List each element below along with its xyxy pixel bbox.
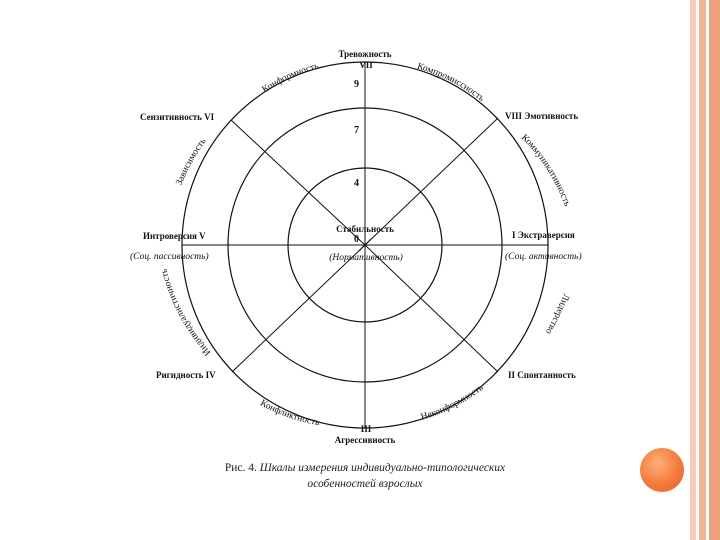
pole-bottom-name: Агрессивность [335, 435, 396, 445]
arc-label-zavisimost: Зависимость [175, 136, 209, 187]
pole-left-lower: Ригидность IV [156, 370, 216, 380]
decor-stripe-2 [699, 0, 706, 540]
scale-value-inner: 4 [354, 178, 359, 189]
arc-label-konformnost: Конформность [261, 61, 321, 95]
scale-value-center: 0 [354, 234, 359, 245]
decor-stripe-1 [690, 0, 696, 540]
diagonal-axis-sw [231, 244, 366, 373]
center-subtitle: (Нормативность) [329, 252, 403, 263]
caption-line-2: особенностей взрослых [307, 478, 423, 490]
pole-right-sub: (Соц. активность) [505, 251, 582, 262]
scale-value-middle: 7 [354, 125, 359, 136]
caption-text-1: Шкалы измерения индивидуально-типологиче… [259, 462, 506, 474]
arc-label-kommunikativnost: Коммуникативность [519, 133, 572, 209]
pole-top-num: VII [359, 60, 373, 70]
figure-caption: Рис. 4. Шкалы измерения индивидуально-ти… [150, 460, 580, 492]
diagonal-axis-ne [364, 117, 499, 246]
arc-label-liderstvo: Лидерство [543, 292, 571, 336]
arc-label-nekonformnost: Неконформность [420, 383, 486, 423]
pole-left: Интроверсия V [143, 231, 206, 241]
diagonal-axis-se [364, 244, 499, 373]
center-title: Стабильность [336, 224, 394, 234]
pole-bottom-num: III [361, 424, 372, 434]
caption-prefix: Рис. 4. [224, 462, 257, 474]
center-cross [358, 238, 372, 252]
pole-left-upper: Сензитивность VI [140, 112, 215, 122]
diagonal-axis-nw [230, 119, 366, 246]
arc-label-individualistichnost: Индивидуалистичность [159, 267, 213, 357]
arc-label-kompromissnost: Компромиссность [416, 62, 487, 105]
pole-right-lower: II Спонтанность [508, 370, 576, 380]
pole-right-upper: VIII Эмотивность [505, 111, 578, 121]
pole-right: I Экстраверсия [512, 230, 575, 240]
pole-top-name: Тревожность [338, 49, 391, 59]
decor-stripe-3 [709, 0, 720, 540]
accent-orb [640, 448, 684, 492]
scale-value-outer: 9 [354, 79, 359, 90]
pole-left-sub: (Соц. пассивность) [130, 251, 209, 262]
arc-label-konfliktnost: Конфликтность [258, 398, 321, 428]
caption-line-1: Рис. 4. Шкалы измерения индивидуально-ти… [150, 460, 580, 476]
